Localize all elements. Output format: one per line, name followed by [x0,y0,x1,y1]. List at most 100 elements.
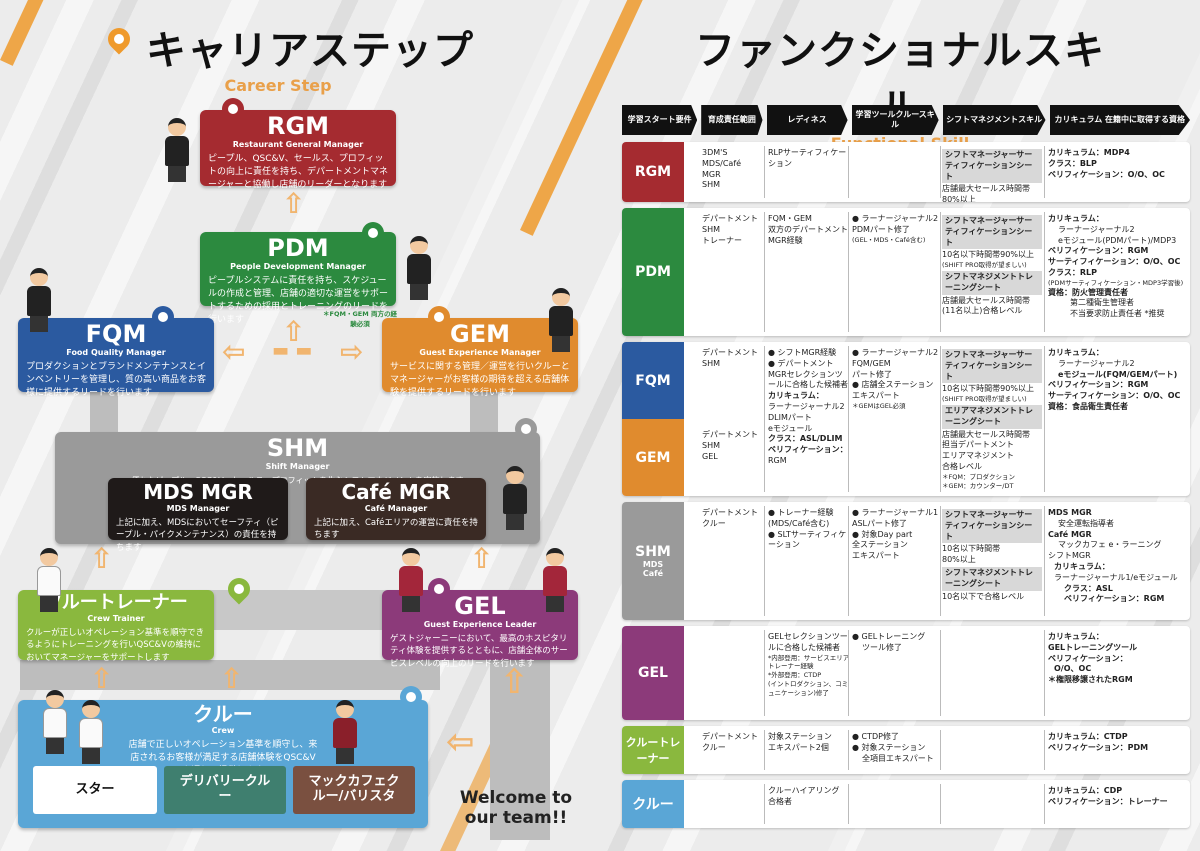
column-divider [764,730,765,770]
column-divider [940,784,941,824]
arrow-up-icon: ⇧ [90,542,114,575]
tool-cell: ● GELトレーニングツール修了 [852,632,926,652]
career-card-fqm: FQM Food Quality Manager プロダクションとブランドメンテ… [18,318,214,398]
column-divider [1044,506,1045,616]
arrow-left-icon: ⇦ [222,335,246,368]
welcome-text: Welcome to our team!! [459,788,573,829]
row-label: クルートレーナー [622,726,684,774]
path-road [490,660,550,840]
column-divider [848,346,849,492]
trainer-name: クルートレーナー [44,592,188,613]
career-card-rgm: RGM Restaurant General Manager ピープル、QSC&… [200,110,396,190]
shm-en: Shift Manager [265,462,330,471]
career-title: キャリアステップ [146,28,474,74]
arrow-up-icon: ⇧ [500,662,529,702]
crew-figure [76,700,106,764]
cafe-name: Café MGR [341,480,451,504]
column-divider [848,212,849,332]
column-divider [764,630,765,716]
readiness-cell: RLPサーティフィケーション [768,148,847,168]
fqm-desc: プロダクションとブランドメンテナンスとインベントリーを管理し、質の高い商品をお客… [26,362,207,399]
column-divider [764,346,765,492]
readiness-cell: 対象ステーションエキスパート2個 [768,732,832,752]
skill-row-trainer: クルートレーナー デパートメントクルー 対象ステーションエキスパート2個 ● C… [622,726,1190,774]
crew-type-star: スター [33,766,157,814]
career-card-cafe-mgr: Café MGR Café Manager 上記に加え、Caféエリアの運営に責… [306,478,486,540]
header-shift: シフトマネジメントスキル [942,105,1046,135]
career-card-mds-mgr: MDS MGR MDS Manager 上記に加え、MDSにおいてセーフティ（ピ… [108,478,288,553]
fqm-en: Food Quality Manager [66,348,166,357]
column-divider [940,212,941,332]
crew-figure [40,690,70,754]
arrow-up-icon: ⇧ [282,315,306,348]
column-divider [764,784,765,824]
career-card-pdm: PDM People Development Manager ピープルシステムに… [200,232,396,325]
header-readiness: レディネス [766,105,848,135]
readiness-cell: ● シフトMGR経験● デパートメントMGRセレクションツールに合格した候補者 … [768,348,848,465]
path-road [180,590,400,630]
manager-figure [546,288,576,352]
column-divider [940,146,941,198]
career-card-gem: GEM Guest Experience Manager サービスに関する管理／… [382,318,578,398]
gem-name: GEM [450,320,510,348]
column-divider [940,506,941,616]
column-divider [764,212,765,332]
trainer-desc: クルーが正しいオペレーション基準を順守できるようにトレーニングを行いQSC&Vの… [26,628,205,663]
column-divider [1044,346,1045,492]
column-divider [1044,146,1045,198]
readiness-cell: クルーハイアリング合格者 [768,786,840,806]
arrow-up-icon: ⇧ [90,662,114,695]
column-divider [1044,784,1045,824]
crew-figure [330,700,360,764]
skill-row-shm: SHM MDS Café デパートメントクルー ● トレーナー経験(MDS/Ca… [622,502,1190,620]
curriculum-cell: カリキュラム：GELトレーニングツール ベリフィケーション：O/O、OC＊権限移… [1048,632,1138,685]
arrow-right-icon: ⇨ [340,335,364,368]
row-label: GEM [622,419,684,496]
shm-desc: 優れたピープル、QSC&V、セールス、プロフィットを生むシフトマネジメントを実施… [131,476,464,485]
manager-figure [162,118,192,182]
crew-en: Crew [211,726,235,735]
cafe-en: Café Manager [364,504,428,513]
column-divider [940,346,941,492]
manager-figure [24,268,54,332]
skill-table-header: 学習スタート要件 育成責任範囲 レディネス 学習ツールクルースキル シフトマネジ… [622,105,1190,135]
header-curriculum: カリキュラム 在籍中に取得する資格 [1049,105,1190,135]
column-divider [1044,630,1045,716]
column-divider [1044,730,1045,770]
trainer-figure [34,548,64,612]
gem-desc: サービスに関する管理／運営を行いクルーとマネージャーがお客様の期待を超える店舗体… [390,362,570,399]
gem-en: Guest Experience Manager [419,348,541,357]
dashed-connector: ▬ ▬ [272,340,313,361]
fqm-gem-note: ＊FQM・GEM 両方の経験必須 [323,310,397,328]
readiness-cell: GELセレクションツールに合格した候補者*内部登用：サービスエリアトレーナー経験… [768,632,850,697]
rgm-name: RGM [266,112,330,140]
gel-name: GEL [454,592,506,620]
mds-name: MDS MGR [143,480,253,504]
row-label: クルー [622,780,684,828]
fqm-name: FQM [85,320,147,348]
column-divider [764,146,765,198]
gel-en: Guest Experience Leader [423,620,537,629]
row-label: GEL [622,626,684,720]
trainer-en: Crew Trainer [87,614,145,623]
column-divider [848,146,849,198]
tool-cell: ● CTDP修了● 対象ステーション全項目エキスパート [852,732,934,763]
pdm-en: People Development Manager [230,262,366,271]
gel-desc: ゲストジャーニーにおいて、最高のホスピタリティ体験を提供するとともに、店舗全体の… [390,634,568,669]
gel-figure [396,548,426,612]
crew-type-delivery: デリバリークルー [164,766,286,814]
arrow-up-icon: ⇧ [220,662,244,695]
